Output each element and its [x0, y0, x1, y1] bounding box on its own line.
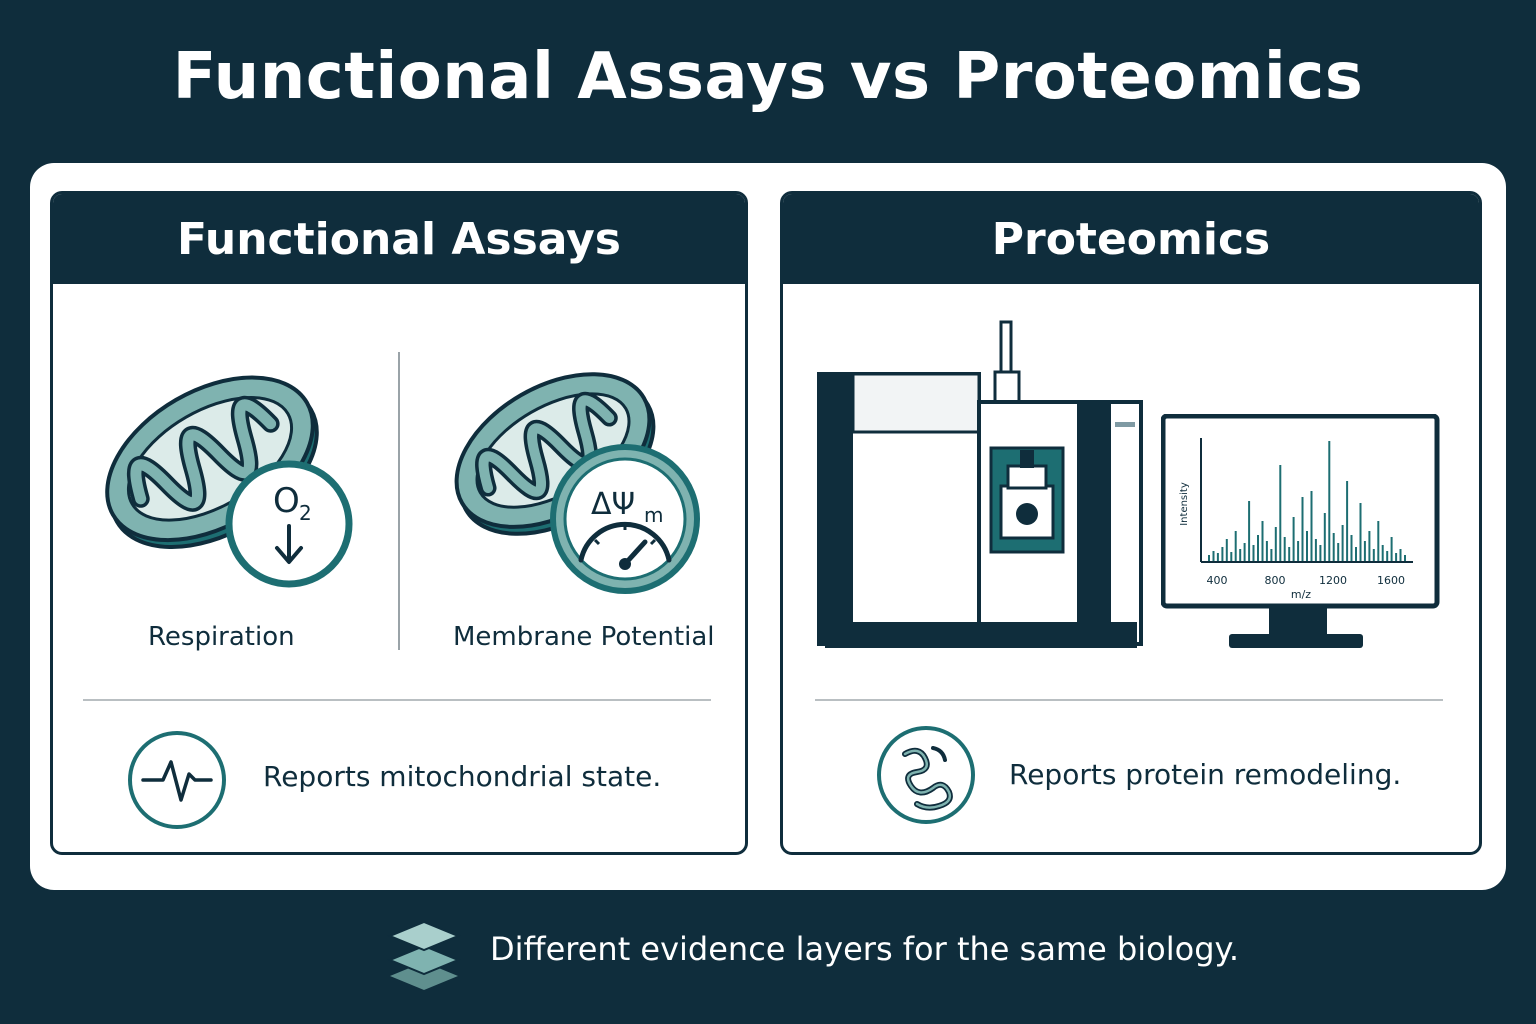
spectrum-x-label: m/z — [1291, 588, 1311, 601]
mitochondrion-membrane-potential-icon: ΔΨ m — [454, 372, 700, 594]
pulse-icon — [128, 731, 226, 829]
o2-subscript: 2 — [299, 501, 312, 525]
layers-icon — [387, 920, 461, 990]
footer: Different evidence layers for the same b… — [0, 918, 1536, 990]
spectrum-tick-400: 400 — [1207, 574, 1228, 587]
delta-psi-label: ΔΨ — [591, 487, 635, 522]
mass-spectrometer-icon — [817, 320, 1143, 648]
footer-caption: Different evidence layers for the same b… — [490, 930, 1240, 968]
functional-summary: Reports mitochondrial state. — [263, 760, 662, 793]
mass-spectrum-peaks — [1208, 441, 1406, 561]
functional-assays-header: Functional Assays — [53, 194, 745, 284]
proteomics-panel: Proteomics Intensity — [780, 191, 1482, 855]
spectrum-tick-1600: 1600 — [1377, 574, 1405, 587]
spectrum-tick-800: 800 — [1265, 574, 1286, 587]
functional-assays-panel: Functional Assays O 2 Respiration — [50, 191, 748, 855]
protein-structure-icon — [877, 726, 975, 824]
assay-divider — [398, 352, 400, 650]
spectrum-monitor-icon: Intensity 400 800 1200 1600 m/z — [1161, 414, 1440, 648]
o2-label: O — [273, 481, 300, 521]
comparison-board: Functional Assays O 2 Respiration — [30, 163, 1506, 890]
right-summary-divider — [815, 699, 1443, 701]
page-title: Functional Assays vs Proteomics — [172, 40, 1364, 114]
spectrum-tick-1200: 1200 — [1319, 574, 1347, 587]
left-summary-divider — [83, 699, 711, 701]
proteomics-summary: Reports protein remodeling. — [1009, 758, 1402, 791]
respiration-label: Respiration — [148, 622, 295, 652]
mitochondrion-respiration-icon: O 2 — [105, 375, 353, 588]
membrane-potential-label: Membrane Potential — [453, 622, 715, 652]
proteomics-header: Proteomics — [783, 194, 1479, 284]
spectrum-y-label: Intensity — [1179, 482, 1190, 526]
delta-psi-subscript: m — [644, 503, 663, 527]
